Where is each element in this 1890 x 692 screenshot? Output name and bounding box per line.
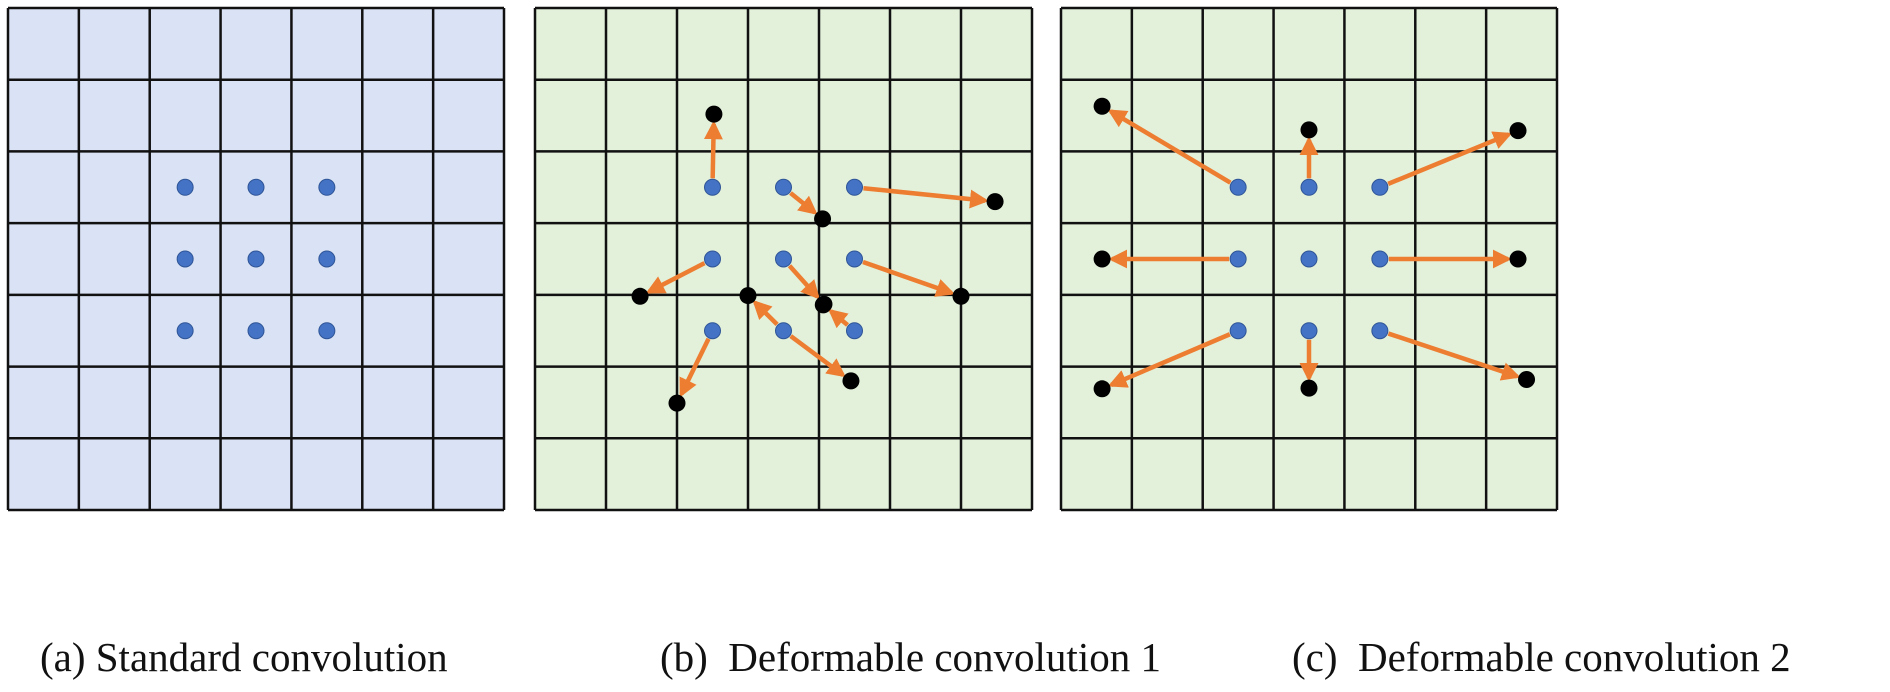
sampling-point xyxy=(247,322,265,340)
offset-sample-point xyxy=(842,372,860,390)
offset-arrow xyxy=(1107,332,1231,388)
sampling-point xyxy=(1229,250,1247,268)
offset-arrow xyxy=(862,259,956,297)
sampling-point xyxy=(318,178,336,196)
sampling-point xyxy=(775,178,792,196)
offset-sample-point xyxy=(1509,250,1527,268)
offset-arrow xyxy=(789,191,818,215)
offset-arrow xyxy=(789,334,846,378)
panel-c xyxy=(1059,6,1559,512)
sampling-point xyxy=(318,322,336,340)
offset-arrow xyxy=(787,264,820,300)
panel-c-grid xyxy=(1059,6,1559,512)
sampling-point xyxy=(846,322,863,340)
panel-b-grid xyxy=(533,6,1034,512)
offset-sample-point xyxy=(1093,380,1111,398)
offset-arrow xyxy=(679,337,711,398)
offset-sample-point xyxy=(1093,250,1111,268)
sampling-point xyxy=(318,250,336,268)
sampling-point xyxy=(1229,322,1247,340)
offset-arrow xyxy=(1107,109,1232,185)
sampling-point xyxy=(176,250,194,268)
offset-arrow xyxy=(828,308,849,329)
sampling-point xyxy=(846,250,863,268)
sampling-point xyxy=(1371,322,1389,340)
sampling-point xyxy=(775,250,792,268)
offset-arrow xyxy=(1387,131,1513,186)
offset-sample-point xyxy=(952,287,970,305)
caption-standard-convolution: (a) Standard convolution xyxy=(40,634,448,680)
panel-b xyxy=(533,6,1034,512)
offset-arrow xyxy=(863,185,989,209)
sampling-point xyxy=(176,322,194,340)
offset-arrow xyxy=(645,261,706,294)
panel-a xyxy=(6,6,506,512)
sampling-point xyxy=(247,250,265,268)
offset-sample-point xyxy=(739,287,757,305)
panel-a-grid xyxy=(6,6,506,512)
offset-sample-point xyxy=(814,210,832,228)
offset-sample-point xyxy=(814,296,832,314)
sampling-point xyxy=(176,178,194,196)
sampling-point xyxy=(247,178,265,196)
caption-deformable-convolution-1: (b) Deformable convolution 1 xyxy=(660,634,1161,680)
offset-sample-point xyxy=(1518,370,1536,388)
caption-deformable-convolution-2: (c) Deformable convolution 2 xyxy=(1292,634,1791,680)
sampling-point xyxy=(846,178,863,196)
sampling-point xyxy=(1300,250,1318,268)
sampling-point xyxy=(1300,322,1318,340)
offset-arrow xyxy=(1387,331,1521,381)
figure-canvas xyxy=(6,6,1559,512)
offset-sample-point xyxy=(1093,97,1111,115)
sampling-point xyxy=(704,250,721,268)
sampling-point xyxy=(1371,250,1389,268)
sampling-point xyxy=(704,178,721,196)
sampling-point xyxy=(775,322,792,340)
sampling-point xyxy=(1371,178,1389,196)
offset-sample-point xyxy=(631,287,649,305)
offset-sample-point xyxy=(668,394,686,412)
offset-sample-point xyxy=(705,105,723,123)
offset-sample-point xyxy=(1300,121,1318,139)
offset-sample-point xyxy=(986,193,1004,211)
offset-arrow xyxy=(703,120,723,179)
offset-sample-point xyxy=(1300,379,1318,397)
sampling-point xyxy=(704,322,721,340)
sampling-point xyxy=(1300,178,1318,196)
offset-arrow xyxy=(752,299,779,326)
sampling-point xyxy=(1229,178,1247,196)
offset-sample-point xyxy=(1509,122,1527,140)
